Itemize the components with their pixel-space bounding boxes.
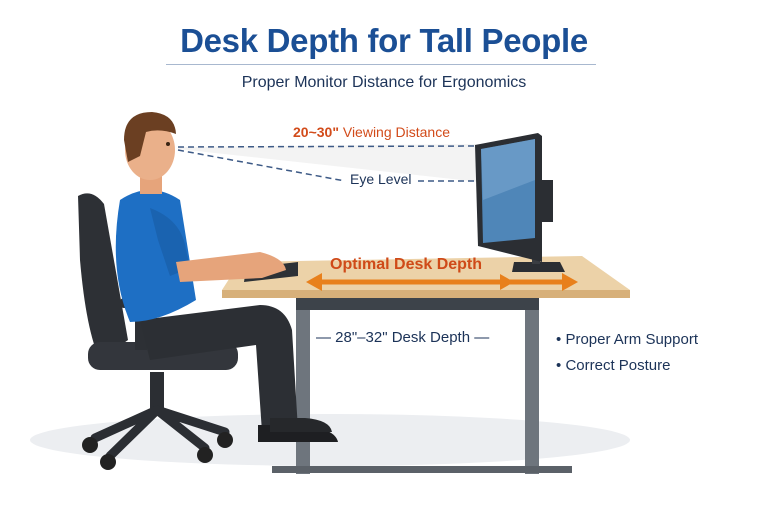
desk-depth-range-label: — 28"–32" Desk Depth — bbox=[316, 329, 490, 346]
bullet-icon: • bbox=[556, 357, 562, 374]
title-divider bbox=[166, 64, 596, 65]
viewing-cone bbox=[178, 144, 480, 182]
eye-level-slant-line bbox=[177, 149, 346, 182]
viewing-distance-line bbox=[177, 145, 481, 148]
viewing-distance-value: 20~30" bbox=[293, 124, 339, 140]
benefits-list: • Proper Arm Support • Correct Posture bbox=[556, 327, 698, 379]
benefit-text: Correct Posture bbox=[565, 357, 671, 374]
optimal-desk-depth-label: Optimal Desk Depth bbox=[330, 256, 483, 273]
benefit-item: • Proper Arm Support bbox=[556, 327, 698, 353]
optimal-depth-arrow bbox=[306, 273, 578, 291]
page-title: Desk Depth for Tall People bbox=[180, 22, 588, 59]
monitor bbox=[475, 133, 565, 272]
page-subtitle: Proper Monitor Distance for Ergonomics bbox=[241, 74, 527, 91]
viewing-distance-label: 20~30" Viewing Distance bbox=[293, 124, 450, 140]
viewing-distance-text: Viewing Distance bbox=[342, 124, 450, 140]
eye-level-label: Eye Level bbox=[350, 171, 412, 187]
benefit-text: Proper Arm Support bbox=[565, 331, 698, 348]
bullet-icon: • bbox=[556, 331, 562, 348]
benefit-item: • Correct Posture bbox=[556, 353, 698, 379]
seated-person bbox=[115, 112, 338, 442]
